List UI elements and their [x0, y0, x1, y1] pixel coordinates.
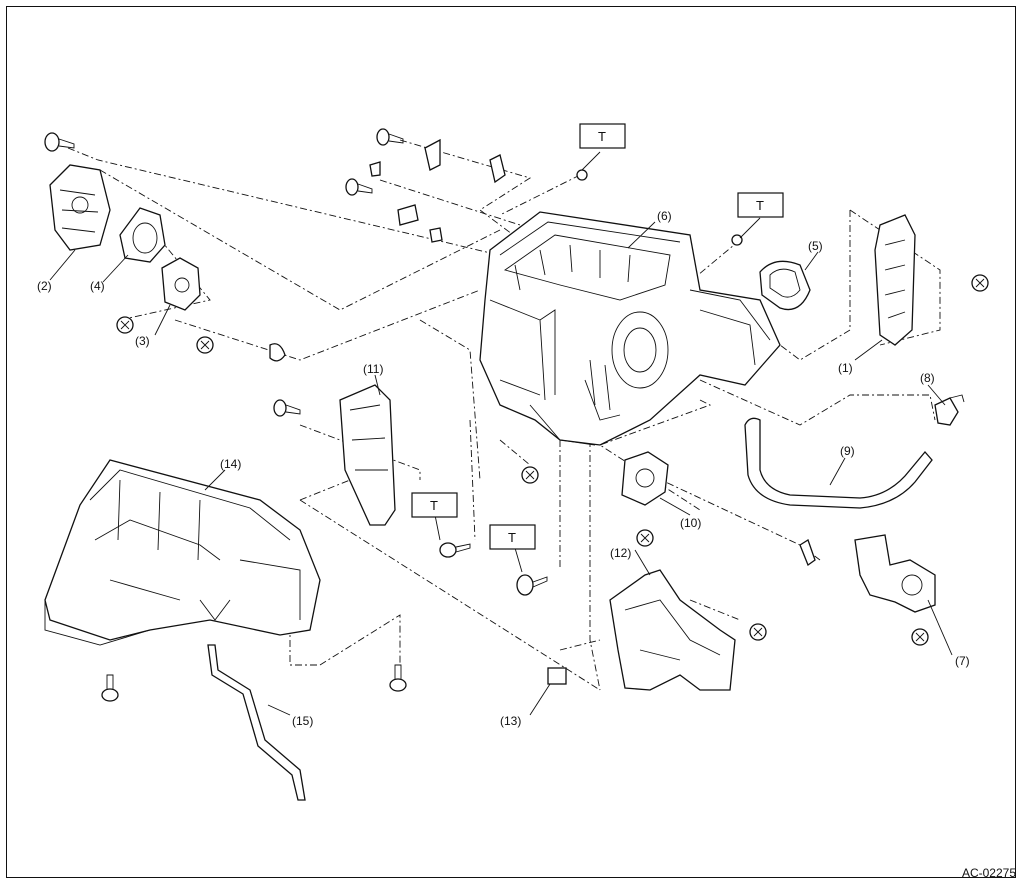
part-15-drain-hose — [207, 644, 306, 801]
callout-5: (5) — [808, 239, 823, 253]
callout-12: (12) — [610, 546, 631, 560]
part-11-duct — [339, 384, 396, 526]
callout-14: (14) — [220, 457, 241, 471]
callout-6: (6) — [657, 209, 672, 223]
leader-lines — [49, 151, 953, 716]
callout-labels: (1) (2) (3) (4) (5) (6) (7) (8) (9) (10)… — [37, 209, 970, 728]
callout-11: (11) — [363, 362, 383, 376]
figure-code: AC-02275 — [962, 866, 1016, 880]
part-9-hose — [744, 417, 933, 509]
part-3-actuator — [161, 257, 201, 311]
part-1-bracket — [874, 214, 916, 346]
torque-box-4: T — [489, 524, 536, 550]
callout-10: (10) — [680, 516, 701, 530]
part-10-actuator — [621, 451, 669, 506]
callout-2: (2) — [37, 279, 52, 293]
heater-unit-case — [479, 211, 781, 446]
part-12-duct — [609, 569, 736, 691]
callout-7: (7) — [955, 654, 970, 668]
callout-8: (8) — [920, 371, 935, 385]
callout-4: (4) — [90, 279, 105, 293]
callout-3: (3) — [135, 334, 150, 348]
part-8-sensor — [934, 394, 965, 426]
torque-label: T — [598, 129, 606, 144]
torque-box-1: T — [579, 123, 626, 149]
torque-box-2: T — [737, 192, 784, 218]
link-parts — [369, 138, 506, 243]
callout-1: (1) — [838, 361, 853, 375]
torque-box-3: T — [411, 492, 458, 518]
part-4-link-plate — [119, 207, 166, 263]
part-2-actuator — [49, 164, 111, 251]
torque-label: T — [430, 498, 438, 513]
screws — [44, 128, 989, 702]
callout-9: (9) — [840, 444, 855, 458]
callout-15: (15) — [292, 714, 313, 728]
part-7-actuator — [854, 534, 936, 613]
callout-13: (13) — [500, 714, 521, 728]
torque-label: T — [508, 530, 516, 545]
torque-label: T — [756, 198, 764, 213]
diagram-frame — [6, 6, 1016, 878]
part-5-gasket — [759, 260, 811, 311]
part-14-lower-case — [44, 459, 321, 646]
part-13-pad — [547, 667, 567, 685]
